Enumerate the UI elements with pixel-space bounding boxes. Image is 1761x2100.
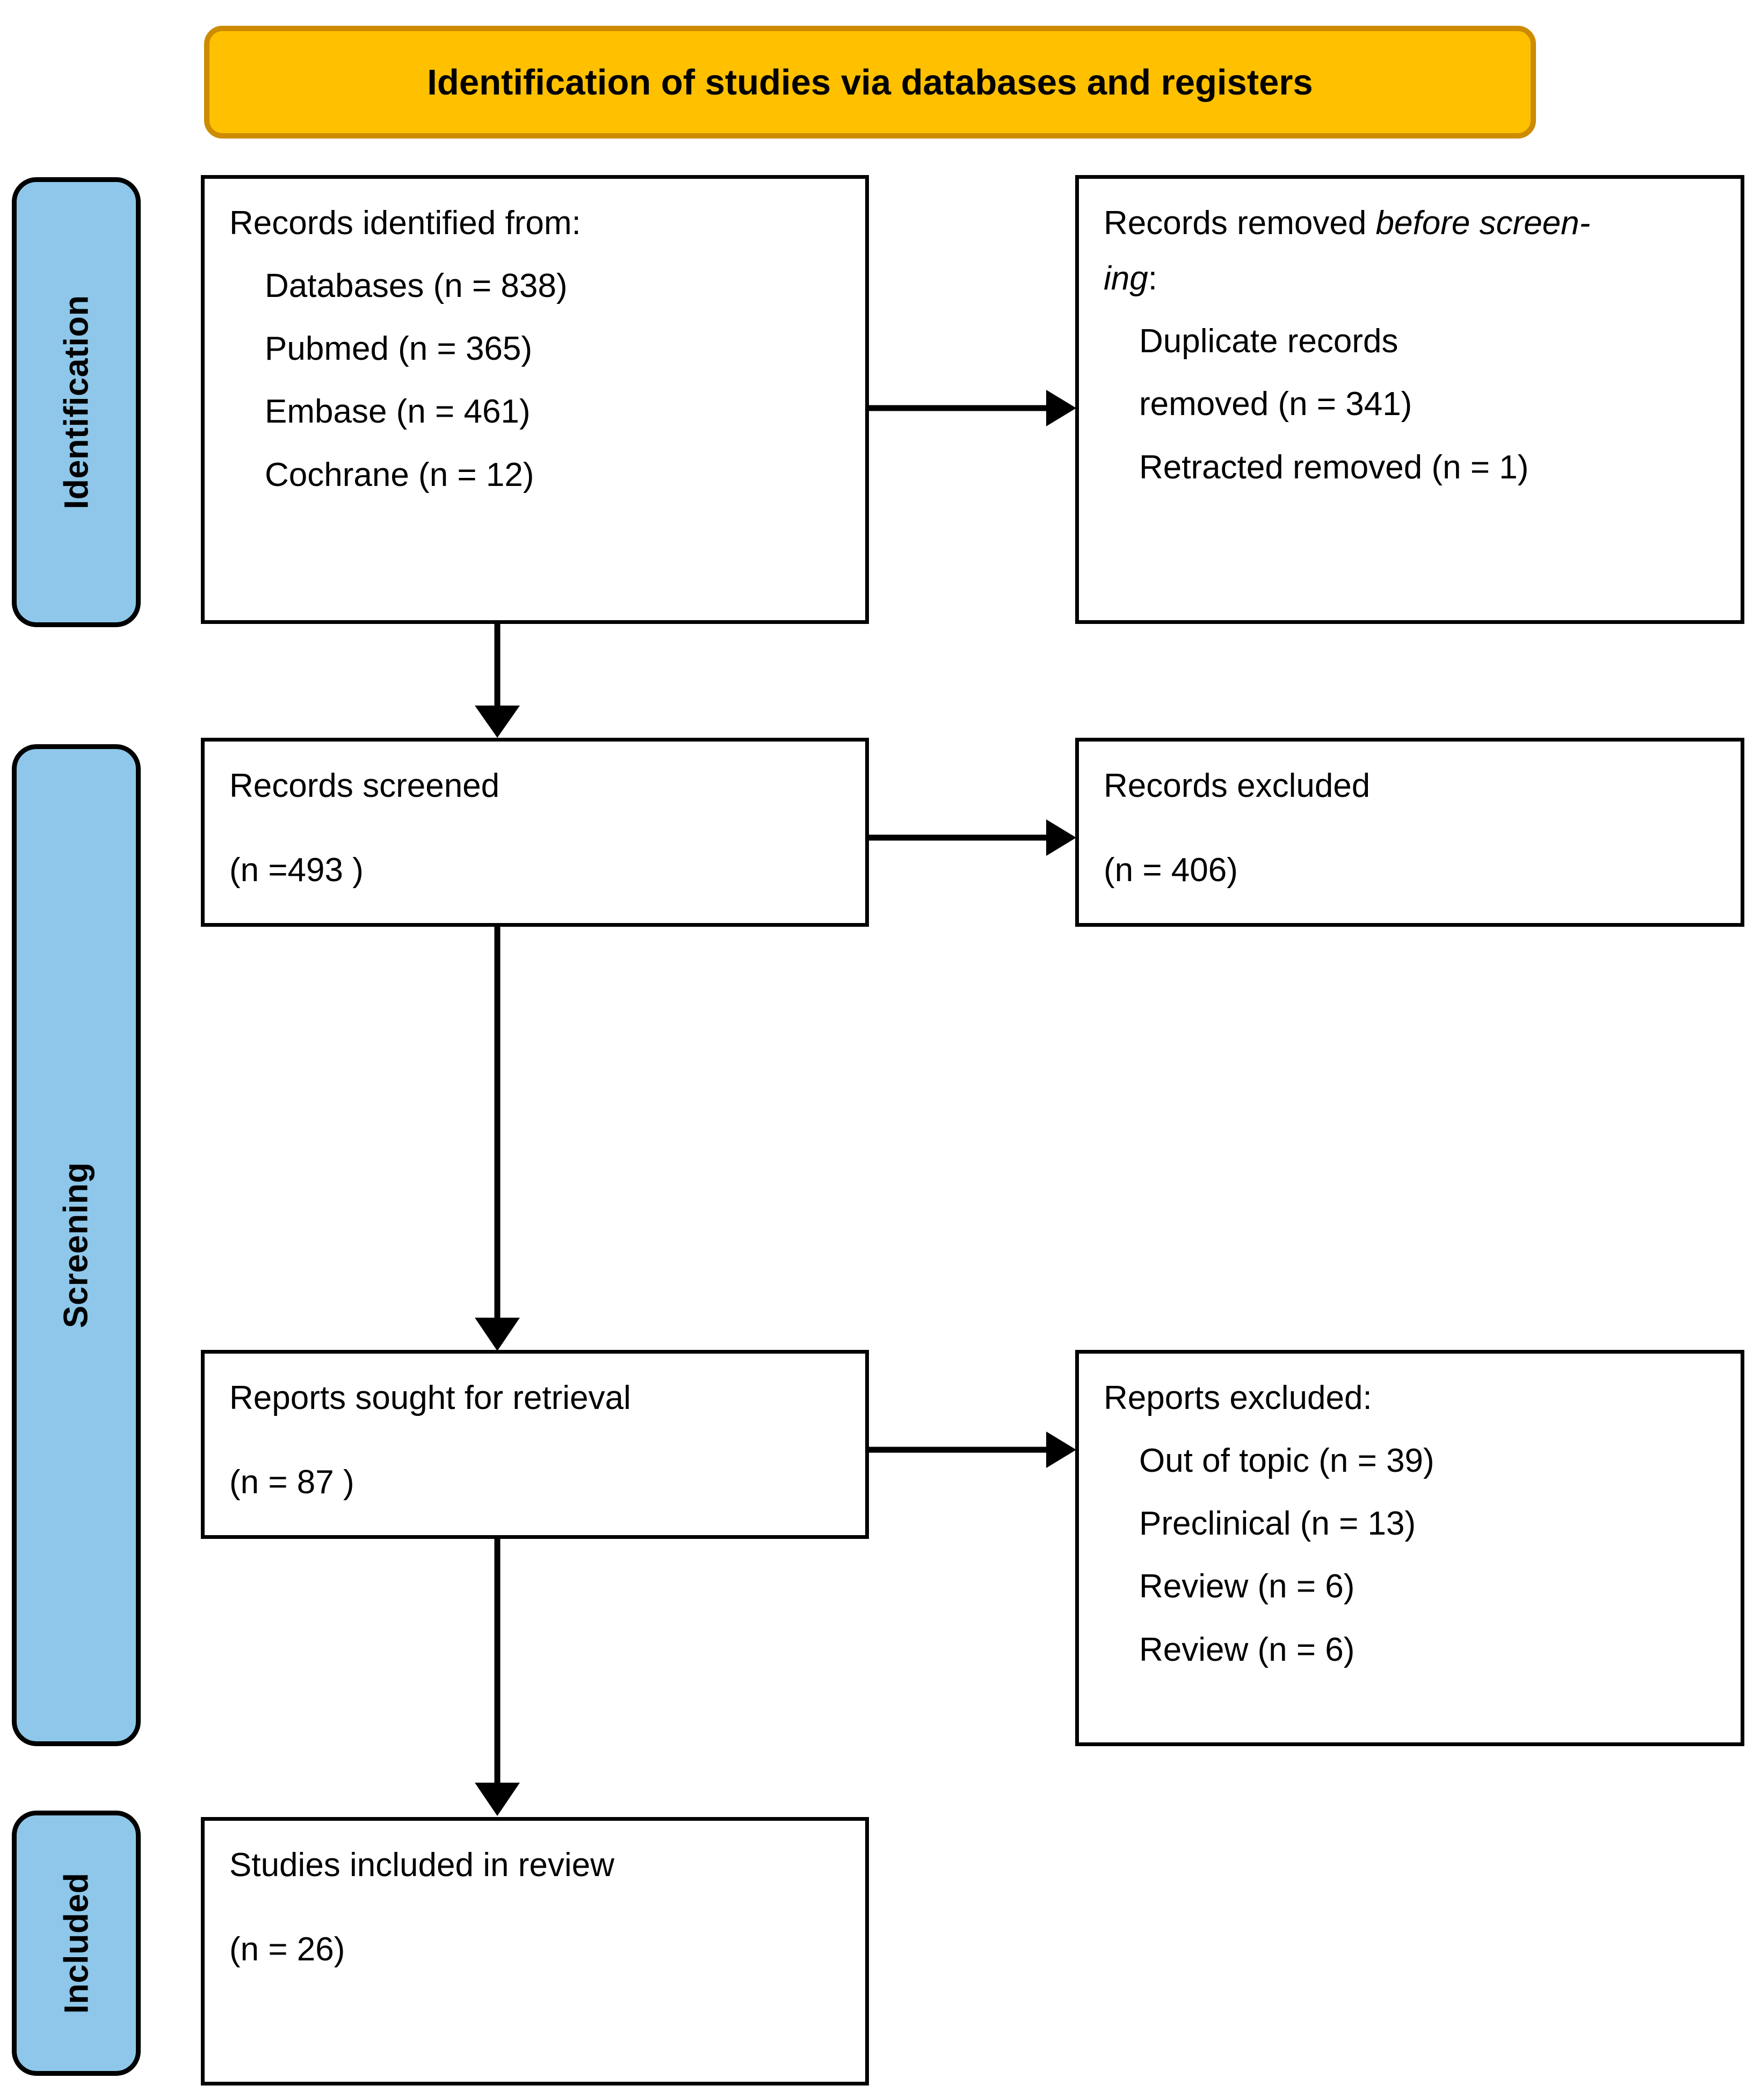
records-excluded-title: Records excluded [1104, 767, 1371, 804]
reports-excluded-item-out-of-topic: Out of topic (n = 39) [1139, 1442, 1434, 1480]
stage-bar-screening: Screening [12, 744, 141, 1746]
records-removed-title-italic-2: ing [1104, 260, 1148, 297]
stage-label-included: Included [57, 1872, 96, 2014]
studies-included-count: (n = 26) [229, 1931, 345, 1968]
page-title: Identification of studies via databases … [427, 62, 1313, 103]
records-identified-title: Records identified from: [229, 205, 581, 242]
reports-excluded-item-review-2: Review (n = 6) [1139, 1631, 1355, 1668]
records-removed-item-duplicate-count: removed (n = 341) [1139, 386, 1412, 423]
arrow-reports-sought-to-studies-included [465, 1539, 530, 1816]
stage-label-identification: Identification [57, 295, 95, 510]
arrow-screened-to-reports-sought [465, 927, 530, 1351]
records-excluded-count: (n = 406) [1104, 852, 1238, 889]
records-removed-title-italic: before screen- [1375, 205, 1591, 242]
records-identified-item-databases: Databases (n = 838) [265, 267, 568, 305]
box-records-removed-before-screening: Records removed before screen- ing: Dupl… [1075, 175, 1744, 624]
arrow-identified-to-screened [465, 624, 530, 738]
box-records-identified: Records identified from: Databases (n = … [201, 175, 869, 624]
arrow-screened-to-excluded [869, 811, 1076, 864]
records-screened-title: Records screened [229, 767, 500, 804]
records-removed-item-retracted: Retracted removed (n = 1) [1139, 448, 1529, 486]
records-identified-item-pubmed: Pubmed (n = 365) [265, 330, 533, 368]
records-removed-item-duplicate: Duplicate records [1139, 323, 1398, 360]
box-records-screened: Records screened (n =493 ) [201, 738, 869, 927]
reports-excluded-item-preclinical: Preclinical (n = 13) [1139, 1505, 1416, 1543]
reports-excluded-item-review-1: Review (n = 6) [1139, 1568, 1355, 1605]
records-removed-title-plain: Records removed [1104, 205, 1376, 242]
stage-label-screening: Screening [57, 1162, 96, 1328]
records-screened-count: (n =493 ) [229, 852, 364, 889]
arrow-identified-to-removed [869, 381, 1076, 435]
studies-included-title: Studies included in review [229, 1847, 614, 1884]
header-banner: Identification of studies via databases … [204, 26, 1536, 139]
stage-bar-included: Included [12, 1811, 141, 2076]
box-reports-excluded: Reports excluded: Out of topic (n = 39) … [1075, 1350, 1744, 1746]
records-removed-title-colon: : [1148, 260, 1157, 297]
box-records-excluded: Records excluded (n = 406) [1075, 738, 1744, 927]
records-identified-item-embase: Embase (n = 461) [265, 393, 531, 431]
box-studies-included: Studies included in review (n = 26) [201, 1817, 869, 2086]
reports-sought-title: Reports sought for retrieval [229, 1379, 631, 1416]
arrow-reports-sought-to-reports-excluded [869, 1423, 1076, 1477]
records-removed-title: Records removed before screen- [1104, 204, 1719, 243]
reports-sought-count: (n = 87 ) [229, 1464, 354, 1501]
box-reports-sought: Reports sought for retrieval (n = 87 ) [201, 1350, 869, 1539]
records-removed-title-continued: ing: [1104, 259, 1719, 298]
records-identified-item-cochrane: Cochrane (n = 12) [265, 456, 534, 493]
stage-bar-identification: Identification [12, 177, 141, 627]
reports-excluded-title: Reports excluded: [1104, 1379, 1372, 1416]
